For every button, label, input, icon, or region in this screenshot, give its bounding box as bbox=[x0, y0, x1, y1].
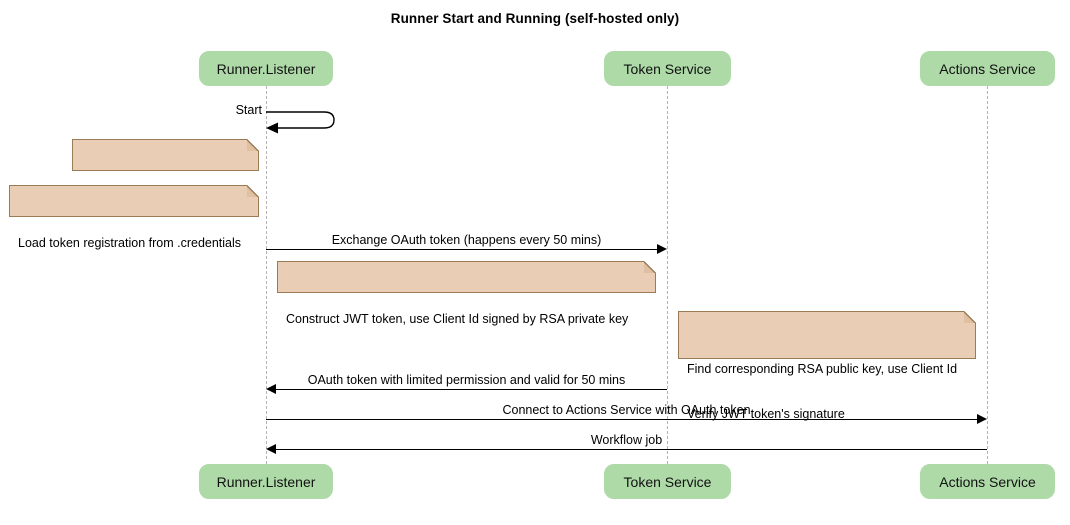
message-label-connect-actions: Connect to Actions Service with OAuth to… bbox=[502, 403, 751, 417]
participant-actions-top[interactable]: Actions Service bbox=[920, 51, 1055, 86]
participant-label: Token Service bbox=[623, 473, 712, 490]
message-line-oauth-token-reply[interactable] bbox=[276, 389, 667, 390]
participant-label: Actions Service bbox=[939, 60, 1036, 77]
message-arrowhead-workflow-job bbox=[266, 444, 276, 454]
note-fold-icon bbox=[964, 311, 976, 323]
page-title: Runner Start and Running (self-hosted on… bbox=[390, 11, 680, 26]
participant-actions-bottom[interactable]: Actions Service bbox=[920, 464, 1055, 499]
message-line-connect-actions[interactable] bbox=[266, 419, 977, 420]
self-message-start[interactable] bbox=[264, 106, 348, 138]
note-verify-jwt: Find corresponding RSA public key, use C… bbox=[678, 311, 976, 421]
note-fold-icon bbox=[644, 261, 656, 273]
note-fold-icon bbox=[247, 185, 259, 197]
message-arrowhead-oauth-token-reply bbox=[266, 384, 276, 394]
note-load-token-registration: Load token registration from .credential… bbox=[9, 185, 259, 250]
participant-label: Runner.Listener bbox=[216, 60, 316, 77]
participant-runner-bottom[interactable]: Runner.Listener bbox=[199, 464, 333, 499]
participant-token-bottom[interactable]: Token Service bbox=[604, 464, 731, 499]
note-construct-jwt: Construct JWT token, use Client Id signe… bbox=[277, 261, 656, 326]
note-load-config: Load config info from .runner bbox=[72, 139, 259, 204]
message-label-workflow-job: Workflow job bbox=[590, 433, 663, 447]
participant-token-top[interactable]: Token Service bbox=[604, 51, 731, 86]
note-text-line: Load token registration from .credential… bbox=[18, 236, 242, 250]
note-text-line: Construct JWT token, use Client Id signe… bbox=[286, 312, 629, 326]
message-arrowhead-exchange-oauth bbox=[657, 244, 667, 254]
message-line-exchange-oauth[interactable] bbox=[266, 249, 657, 250]
participant-label: Actions Service bbox=[939, 473, 1036, 490]
participant-label: Runner.Listener bbox=[216, 473, 316, 490]
message-arrowhead-connect-actions bbox=[977, 414, 987, 424]
message-label-oauth-token-reply: OAuth token with limited permission and … bbox=[307, 373, 626, 387]
message-line-workflow-job[interactable] bbox=[276, 449, 987, 450]
lifeline-runner bbox=[266, 86, 267, 464]
note-fold-icon bbox=[247, 139, 259, 151]
message-label-exchange-oauth: Exchange OAuth token (happens every 50 m… bbox=[331, 233, 602, 247]
note-text-line: Find corresponding RSA public key, use C… bbox=[687, 362, 958, 376]
participant-runner-top[interactable]: Runner.Listener bbox=[199, 51, 333, 86]
participant-label: Token Service bbox=[623, 60, 712, 77]
lifeline-token bbox=[667, 86, 668, 464]
lifeline-actions bbox=[987, 86, 988, 464]
self-message-label-start: Start bbox=[235, 103, 262, 117]
note-text-line: Verify JWT token's signature bbox=[687, 407, 845, 421]
